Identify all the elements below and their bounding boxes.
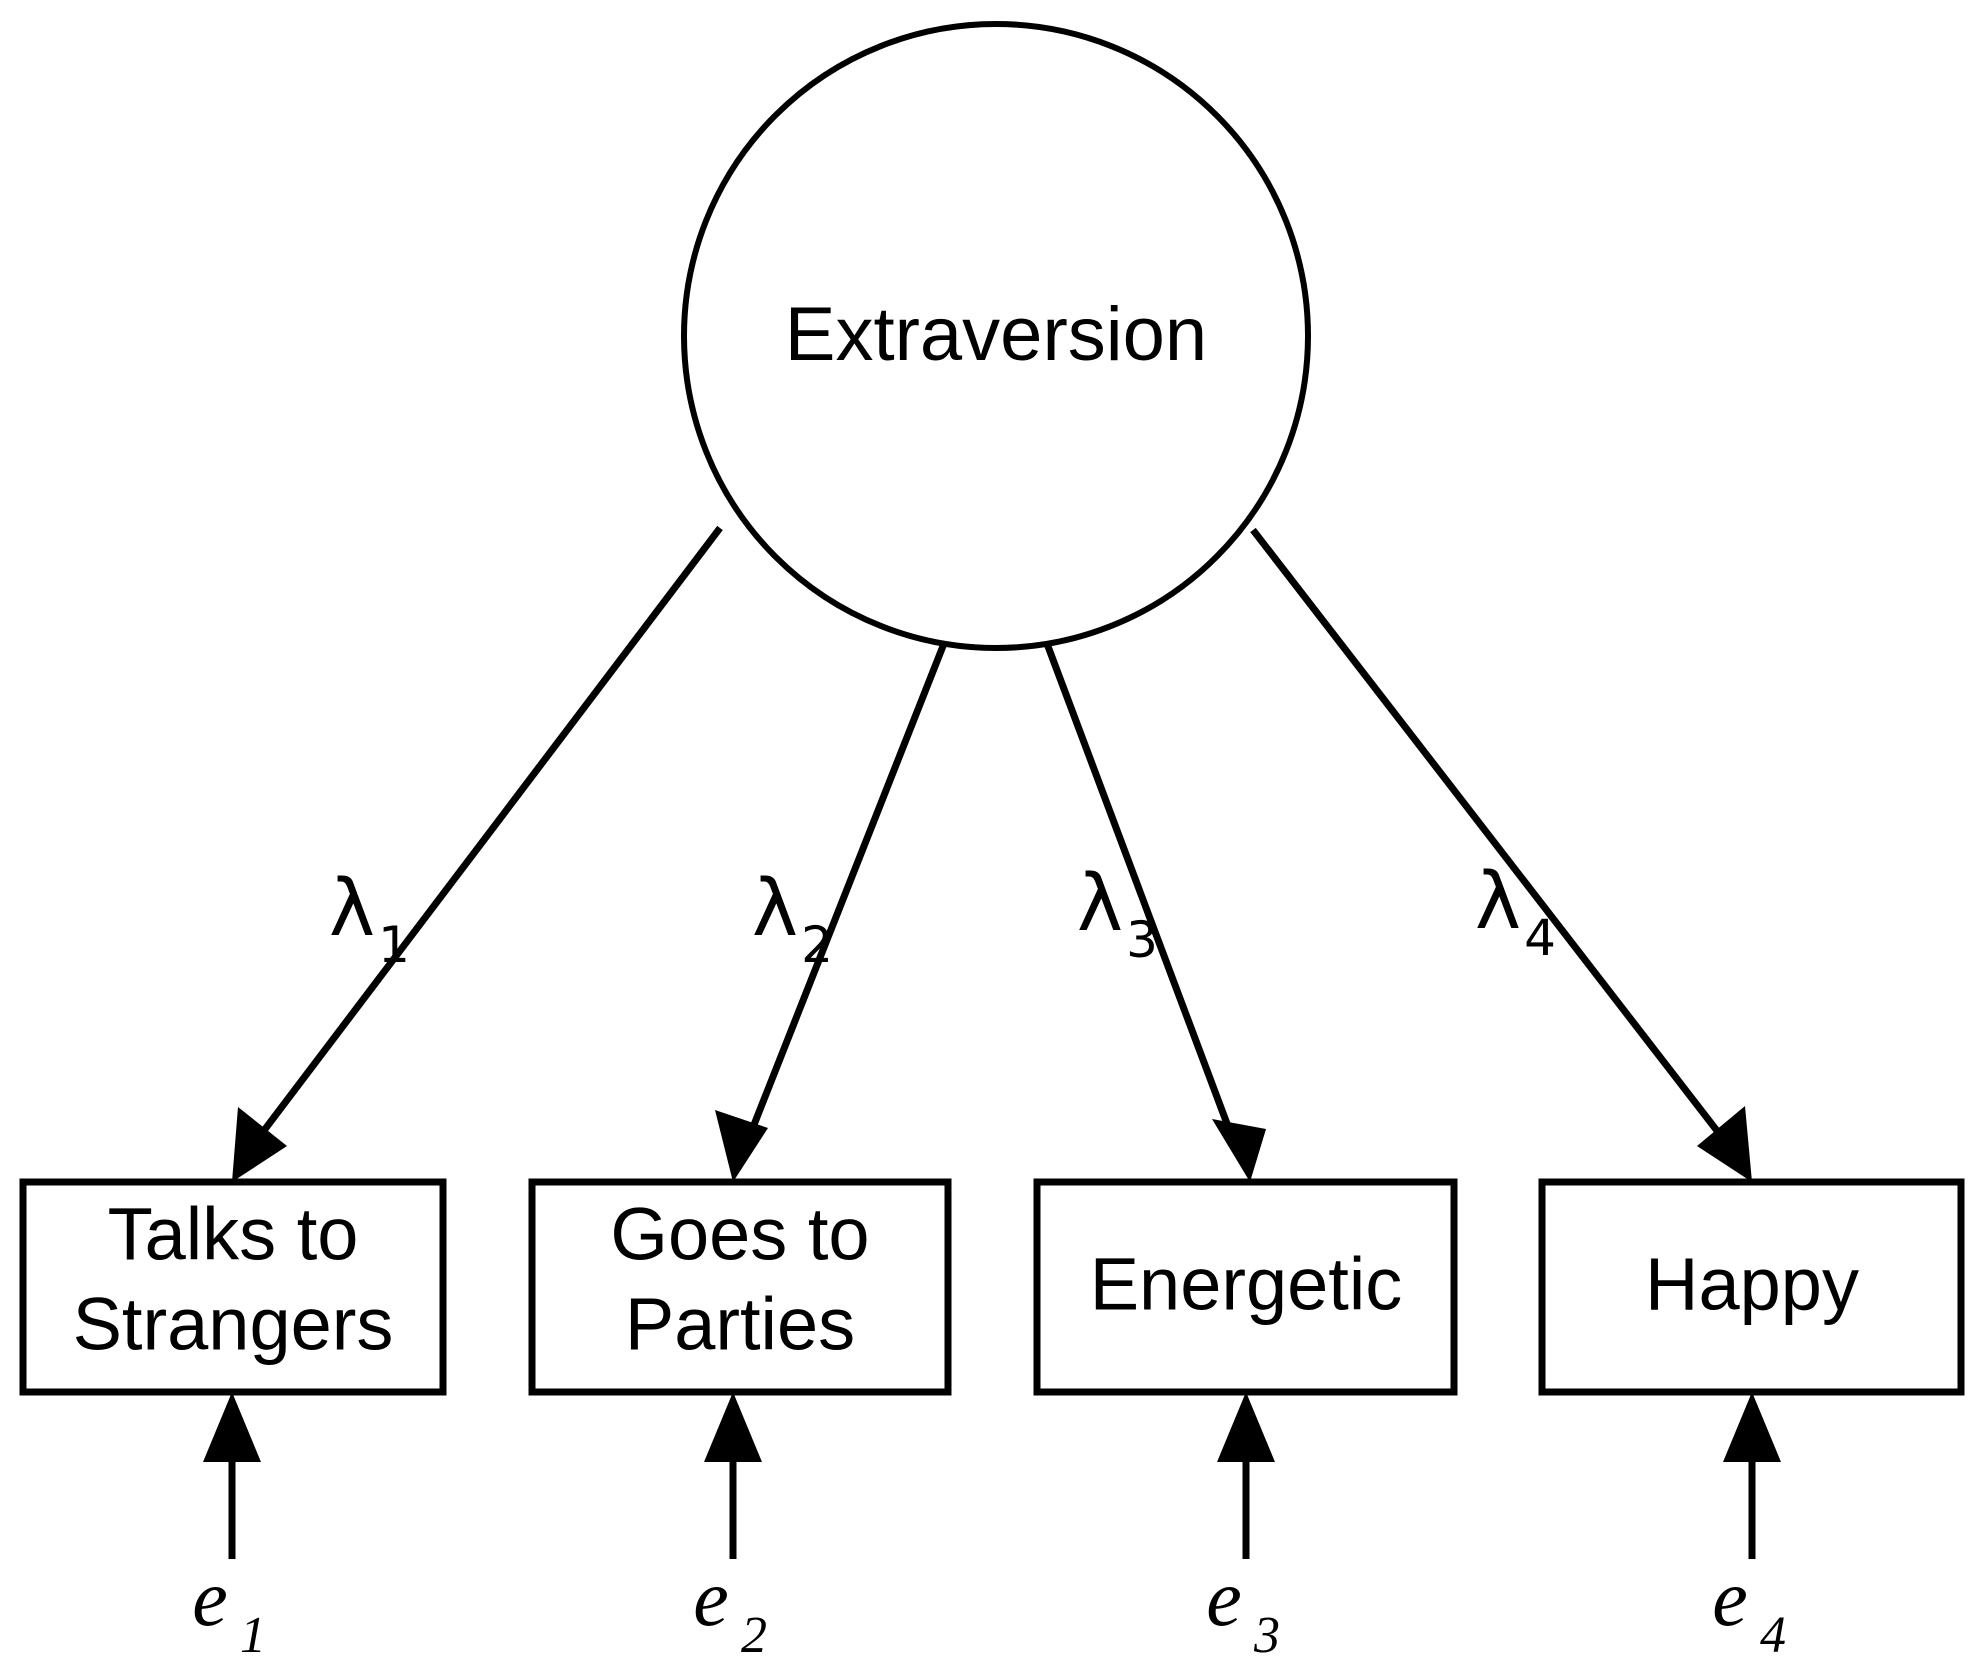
loading-label-lambda-1: λ 1 (329, 864, 410, 974)
loading-line-lambda-2 (742, 639, 949, 1147)
loading-arrowhead-lambda-1 (232, 1107, 287, 1182)
indicator-box (528, 1178, 952, 1396)
residual-arrowhead-e-4 (1723, 1392, 1781, 1462)
loading-label-lambda-2: λ 2 (752, 864, 833, 974)
indicator-label-line2: Strangers (73, 1283, 394, 1366)
indicator-label-line1: Happy (1645, 1243, 1859, 1326)
loading-arrowhead-lambda-2 (715, 1110, 768, 1182)
e-2-symbol: e (693, 1555, 729, 1643)
loading-edge-lambda-2[interactable] (715, 639, 949, 1182)
e-2-subscript: 2 (741, 1607, 767, 1659)
loading-edge-lambda-3[interactable] (1042, 639, 1266, 1182)
residual-arrowhead-e-2 (704, 1392, 762, 1462)
e-4-subscript: 4 (1760, 1607, 1786, 1659)
loading-label-lambda-4: λ 4 (1475, 857, 1556, 967)
residual-labels-group: e 1 e 2 e 3 e 4 (192, 1555, 1786, 1659)
residual-edges-group (203, 1392, 1781, 1559)
residual-arrowhead-e-3 (1217, 1392, 1275, 1462)
lambda-2-subscript: 2 (801, 916, 833, 974)
residual-label-e-1: e 1 (192, 1555, 266, 1659)
e-3-subscript: 3 (1253, 1607, 1280, 1659)
latent-factor-circle (681, 21, 1311, 651)
lambda-1-subscript: 1 (378, 916, 410, 974)
indicator-label-line1: Talks to (108, 1193, 359, 1276)
latent-factor-label: Extraversion (785, 292, 1207, 377)
lambda-4-symbol: λ (1475, 857, 1521, 947)
indicator-label-line1: Energetic (1090, 1243, 1403, 1326)
residual-label-e-4: e 4 (1712, 1555, 1786, 1659)
e-4-symbol: e (1712, 1555, 1748, 1643)
lambda-3-symbol: λ (1077, 859, 1123, 949)
e-1-symbol: e (192, 1555, 228, 1643)
loading-edge-lambda-4[interactable] (1250, 527, 1752, 1182)
loading-line-lambda-1 (250, 525, 723, 1148)
loading-edges-group (232, 525, 1752, 1182)
lambda-3-subscript: 3 (1126, 911, 1158, 969)
indicator-talks-to-strangers[interactable]: Talks to Strangers (19, 1178, 447, 1396)
loading-arrowhead-lambda-3 (1212, 1119, 1266, 1182)
residual-label-e-3: e 3 (1206, 1555, 1280, 1659)
e-3-symbol: e (1206, 1555, 1242, 1643)
indicator-box (1033, 1178, 1458, 1396)
lambda-2-symbol: λ (752, 864, 798, 954)
indicator-goes-to-parties[interactable]: Goes to Parties (528, 1178, 952, 1396)
loading-labels-group: λ 1 λ 2 λ 3 λ 4 (329, 857, 1556, 974)
latent-factor-extraversion[interactable]: Extraversion (681, 21, 1311, 651)
indicator-box (1538, 1178, 1965, 1396)
loading-line-lambda-4 (1250, 527, 1731, 1148)
residual-label-e-2: e 2 (693, 1555, 767, 1659)
residual-edge-e-3[interactable] (1217, 1392, 1275, 1559)
indicator-label-line2: Parties (625, 1283, 855, 1366)
residual-edge-e-1[interactable] (203, 1392, 261, 1559)
indicator-box (19, 1178, 447, 1396)
loading-arrowhead-lambda-4 (1697, 1106, 1752, 1182)
residual-edge-e-2[interactable] (704, 1392, 762, 1559)
e-1-subscript: 1 (240, 1607, 266, 1659)
loading-edge-lambda-1[interactable] (232, 525, 723, 1182)
residual-edge-e-4[interactable] (1723, 1392, 1781, 1559)
indicator-happy[interactable]: Happy (1538, 1178, 1965, 1396)
residual-arrowhead-e-1 (203, 1392, 261, 1462)
lambda-4-subscript: 4 (1524, 909, 1556, 967)
indicator-label-line1: Goes to (610, 1193, 869, 1276)
indicator-energetic[interactable]: Energetic (1033, 1178, 1458, 1396)
loading-label-lambda-3: λ 3 (1077, 859, 1158, 969)
lambda-1-symbol: λ (329, 864, 375, 954)
loading-line-lambda-3 (1042, 639, 1239, 1147)
